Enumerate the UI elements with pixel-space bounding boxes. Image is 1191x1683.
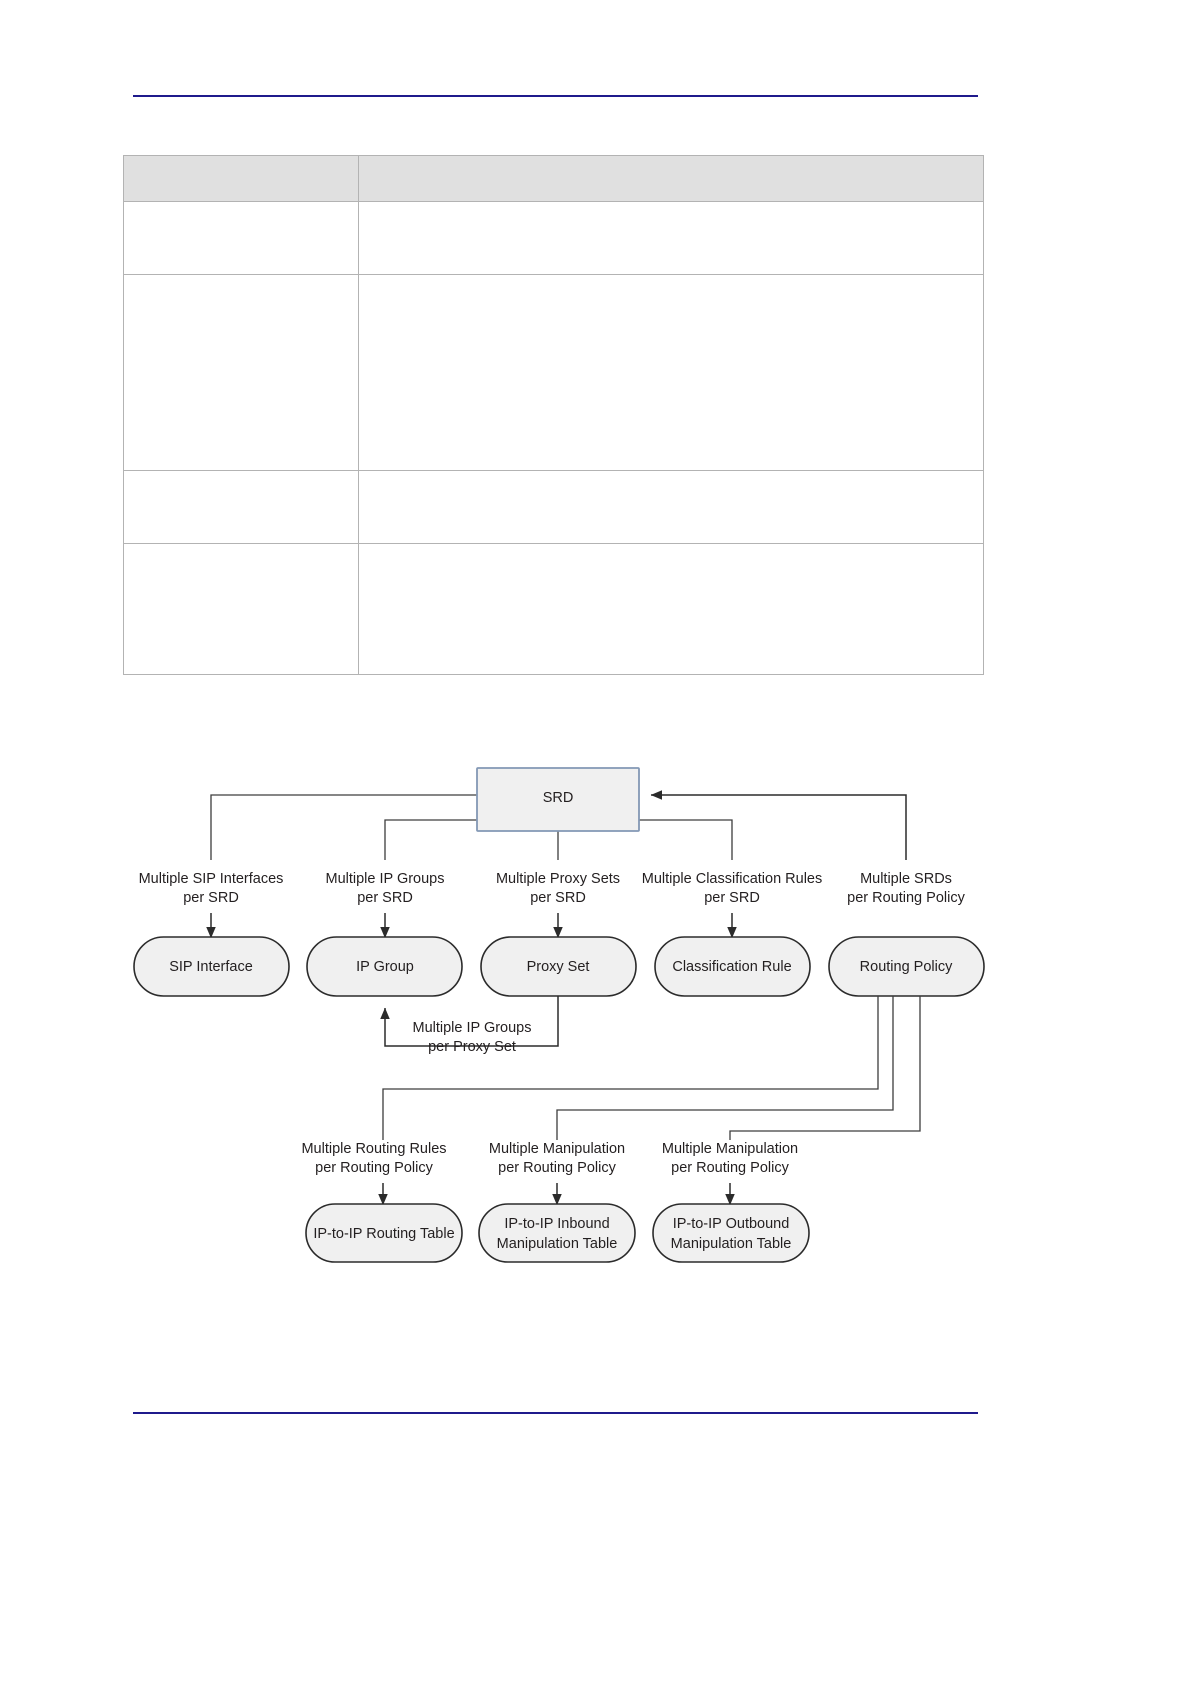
edge-label-line2: per SRD — [530, 890, 586, 906]
node-sip-interface[interactable]: SIP Interface — [133, 936, 290, 997]
edge-label-multiple-srds: Multiple SRDs per Routing Policy — [847, 871, 965, 906]
node-classification-rule-label: Classification Rule — [672, 959, 791, 975]
page-header-rule — [133, 95, 978, 97]
node-ip-group[interactable]: IP Group — [306, 936, 463, 997]
table-row — [123, 543, 984, 675]
table-row — [123, 201, 984, 275]
table-cell-description — [358, 470, 984, 544]
edge-label-line2: per Routing Policy — [671, 1160, 789, 1176]
srd-relationship-diagram: SRD Multiple SIP Interfaces per SRD Mult… — [0, 735, 1191, 1325]
table-row — [123, 470, 984, 544]
edge-label-line2: per SRD — [183, 890, 239, 906]
node-proxy-set[interactable]: Proxy Set — [480, 936, 637, 997]
connector-routing-policy-to-routing-table — [382, 996, 879, 1140]
edge-label-multiple-classification-rules: Multiple Classification Rules per SRD — [642, 871, 823, 906]
node-ip-to-ip-inbound-label-line2: Manipulation Table — [497, 1236, 618, 1252]
node-routing-policy[interactable]: Routing Policy — [828, 936, 985, 997]
edge-label-multiple-manipulation-outbound: Multiple Manipulation per Routing Policy — [662, 1141, 798, 1176]
node-ip-to-ip-outbound-label-line2: Manipulation Table — [671, 1236, 792, 1252]
table-header-row — [123, 155, 984, 202]
edge-label-line2: per SRD — [704, 890, 760, 906]
edge-label-line1: Multiple Routing Rules — [301, 1141, 446, 1157]
edge-label-line2: per Routing Policy — [847, 890, 965, 906]
table-cell-label — [123, 201, 359, 275]
edge-label-multiple-ip-groups: Multiple IP Groups per SRD — [325, 871, 444, 906]
connector-routing-policy-to-srd — [650, 790, 907, 860]
connector-proxy-set-to-ip-group — [380, 996, 559, 1047]
edge-label-multiple-routing-rules: Multiple Routing Rules per Routing Polic… — [301, 1141, 446, 1176]
edge-label-line1: Multiple Proxy Sets — [496, 871, 620, 887]
connector-srd-to-classification-rule — [639, 819, 733, 860]
node-sip-interface-label: SIP Interface — [169, 959, 253, 975]
node-ip-to-ip-inbound-manipulation-table[interactable]: IP-to-IP Inbound Manipulation Table — [478, 1203, 636, 1263]
table-header-cell-1 — [123, 155, 359, 202]
edge-label-line1: Multiple SIP Interfaces — [139, 871, 284, 887]
node-ip-to-ip-routing-table[interactable]: IP-to-IP Routing Table — [305, 1203, 463, 1263]
node-classification-rule[interactable]: Classification Rule — [654, 936, 811, 997]
node-proxy-set-label: Proxy Set — [527, 959, 590, 975]
edge-label-line1: Multiple Manipulation — [662, 1141, 798, 1157]
edge-label-multiple-manipulation-inbound: Multiple Manipulation per Routing Policy — [489, 1141, 625, 1176]
table-cell-description — [358, 543, 984, 675]
edge-label-line2: per Proxy Set — [428, 1039, 516, 1055]
node-ip-to-ip-outbound-label-line1: IP-to-IP Outbound — [673, 1216, 790, 1232]
spec-table — [123, 155, 984, 675]
table-cell-description — [358, 201, 984, 275]
table-cell-label — [123, 274, 359, 471]
edge-label-line2: per Routing Policy — [498, 1160, 616, 1176]
edge-label-line1: Multiple Manipulation — [489, 1141, 625, 1157]
connector-routing-policy-to-inbound-manipulation — [556, 996, 894, 1140]
edge-label-multiple-sip-interfaces: Multiple SIP Interfaces per SRD — [139, 871, 284, 906]
edge-label-line1: Multiple Classification Rules — [642, 871, 823, 887]
edge-label-line2: per Routing Policy — [315, 1160, 433, 1176]
edge-label-multiple-proxy-sets: Multiple Proxy Sets per SRD — [496, 871, 620, 906]
connector-srd-to-sip-interface — [210, 794, 477, 860]
edge-label-line2: per SRD — [357, 890, 413, 906]
node-routing-policy-label: Routing Policy — [860, 959, 953, 975]
node-ip-to-ip-outbound-manipulation-table[interactable]: IP-to-IP Outbound Manipulation Table — [652, 1203, 810, 1263]
node-ip-group-label: IP Group — [356, 959, 414, 975]
node-ip-to-ip-inbound-label-line1: IP-to-IP Inbound — [504, 1216, 609, 1232]
table-header-cell-2 — [358, 155, 984, 202]
table-cell-label — [123, 543, 359, 675]
edge-label-line1: Multiple SRDs — [860, 871, 952, 887]
edge-label-multiple-ip-groups-per-proxy-set: Multiple IP Groups per Proxy Set — [412, 1020, 531, 1055]
connector-routing-policy-to-outbound-manipulation — [729, 996, 921, 1140]
edge-label-line1: Multiple IP Groups — [412, 1020, 531, 1036]
connector-srd-to-ip-group — [384, 819, 477, 860]
edge-label-line1: Multiple IP Groups — [325, 871, 444, 887]
page-footer-rule — [133, 1412, 978, 1414]
node-srd[interactable]: SRD — [476, 767, 640, 832]
table-cell-description — [358, 274, 984, 471]
table-cell-label — [123, 470, 359, 544]
node-ip-to-ip-routing-table-label: IP-to-IP Routing Table — [313, 1226, 454, 1242]
node-srd-label: SRD — [543, 790, 574, 806]
table-row — [123, 274, 984, 471]
